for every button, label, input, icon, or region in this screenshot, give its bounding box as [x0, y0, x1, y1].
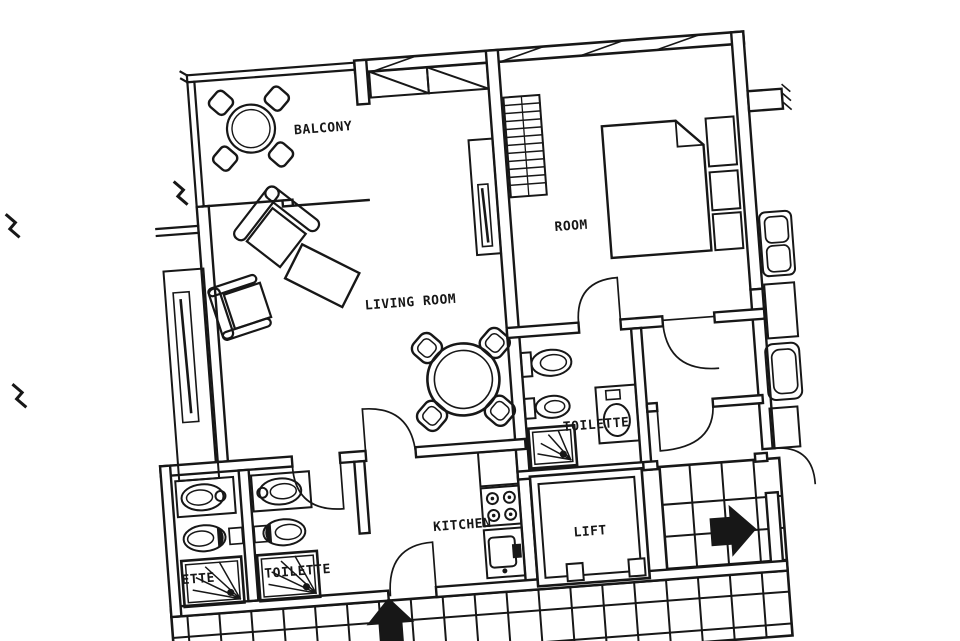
hall-corridor: [641, 393, 769, 472]
exterior-walls: [155, 30, 817, 619]
kitchen: KITCHEN: [158, 408, 528, 597]
wall-stub: [746, 83, 793, 113]
toilettes-bottom: ETTE: [158, 459, 371, 619]
interior-wall: [711, 393, 765, 409]
interior-wall: [352, 459, 371, 535]
dining-table-icon: [410, 326, 517, 433]
interior-wall: [753, 451, 769, 464]
armchair-icon: [233, 185, 321, 269]
living-room: LIVING ROOM: [207, 137, 517, 433]
kitchen-sink-icon: [482, 526, 527, 580]
neighbor-chair-icon: [764, 341, 804, 401]
party-wall-stub: [155, 224, 200, 238]
neighbor-furniture: [763, 281, 800, 340]
kitchen-counter: [476, 448, 520, 488]
tv-cabinet-icon: [467, 137, 503, 257]
stove-icon: [479, 484, 523, 528]
shower-icon: [179, 555, 246, 609]
toilette-right-room: TOILETTE: [249, 470, 332, 603]
balcony: BALCONY: [179, 61, 370, 209]
living-room-label: LIVING ROOM: [364, 292, 456, 314]
door-swing: [361, 408, 418, 462]
sink-icon: [249, 470, 313, 513]
bedroom: ROOM: [502, 93, 766, 370]
lift: LIFT: [528, 466, 652, 588]
bedroom-label: ROOM: [554, 218, 588, 235]
dining-chair-icon: [410, 326, 517, 433]
toilet-icon: [182, 524, 244, 553]
kitchen-label: KITCHEN: [433, 516, 492, 535]
interior-wall: [645, 401, 659, 413]
interior-wall: [158, 464, 183, 619]
toilette-left-room: ETTE: [174, 475, 246, 609]
entrance-door-swing: [389, 541, 438, 597]
neighbor-unit-fragments: [4, 180, 804, 483]
interior-wall: [641, 459, 659, 472]
toilette-left-label: ETTE: [181, 571, 215, 588]
balcony-label: BALCONY: [294, 119, 353, 138]
edge-mark: [11, 383, 28, 409]
nightstand-icon: [704, 115, 745, 252]
lift-label: LIFT: [573, 523, 607, 540]
neighbor-wardrobe-icon: [162, 267, 221, 483]
armchair-icon: [207, 273, 273, 341]
bidet-icon: [522, 394, 571, 420]
shower-icon: [526, 423, 579, 470]
toilet-icon: [519, 348, 573, 379]
door-swing: [656, 401, 714, 452]
toilette-master-label: TOILETTE: [562, 415, 630, 435]
sink-icon: [174, 475, 237, 519]
edge-mark: [4, 213, 21, 239]
toilette-right-label: TOILETTE: [264, 562, 332, 582]
balcony-sliding-door: [201, 198, 370, 208]
toilet-icon: [252, 518, 307, 547]
interior-wall: [158, 437, 528, 478]
balcony-railing: [179, 61, 357, 209]
lift-notch: [627, 557, 647, 578]
coffee-table-icon: [283, 242, 361, 309]
top-wall-hatch: [372, 33, 701, 73]
wall-column: [352, 58, 371, 106]
shower-icon: [255, 549, 322, 603]
lift-notch: [565, 561, 585, 583]
door-swing: [577, 276, 720, 370]
edge-mark: [172, 180, 189, 206]
wardrobe-icon: [502, 93, 548, 199]
door-swing: [291, 461, 345, 510]
interior-wall: [629, 326, 653, 470]
neighbor-armchair-icon: [758, 209, 797, 278]
right-arrow-icon: [709, 504, 757, 557]
neighbor-furniture: [768, 405, 802, 450]
interior-wall: [505, 307, 766, 340]
interior-wall: [237, 468, 260, 603]
washbasin-icon: [594, 383, 641, 445]
bed-icon: [600, 119, 713, 260]
balcony-chair-icon: [207, 85, 295, 172]
balcony-table-icon: [207, 85, 295, 172]
entrance-up-arrow-icon: [366, 597, 415, 641]
